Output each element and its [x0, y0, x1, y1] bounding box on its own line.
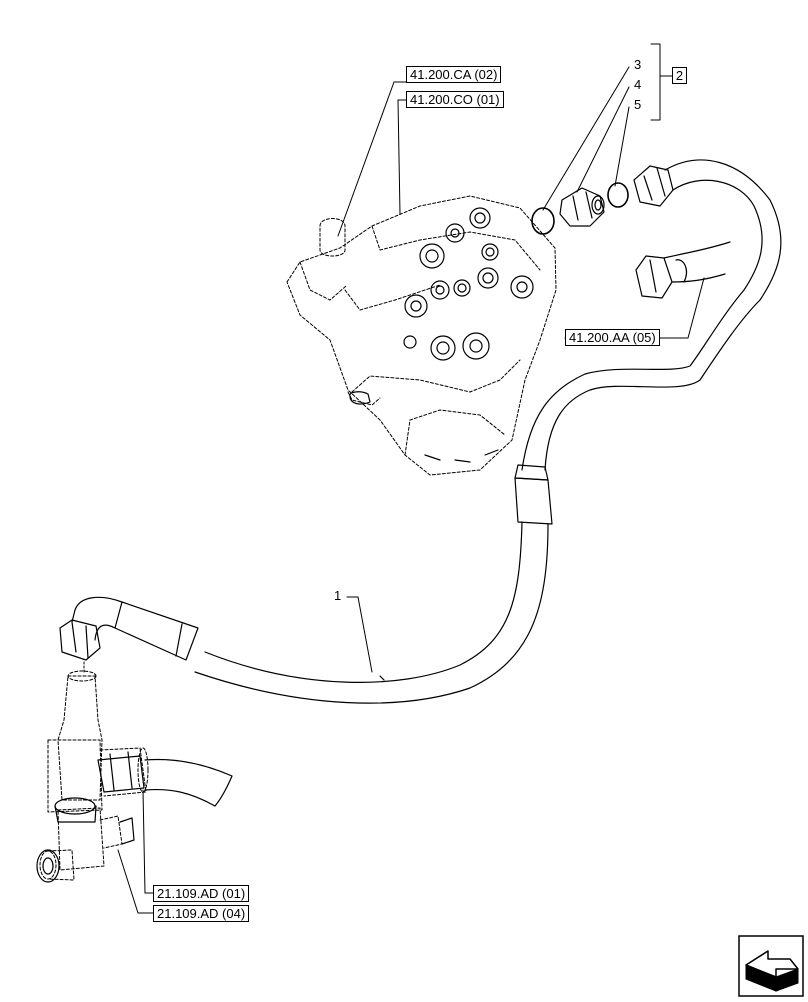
ref-valve-co[interactable]: 41.200.CO (01) — [406, 91, 504, 108]
ref-tee-ad4[interactable]: 21.109.AD (04) — [153, 905, 250, 922]
steering-valve — [286, 195, 557, 476]
ref-hose-aa[interactable]: 41.200.AA (05) — [565, 329, 660, 346]
tee-outlet-hose — [144, 758, 233, 807]
o-ring-5 — [607, 182, 629, 208]
tee-fitting — [39, 670, 149, 881]
leader-lines — [117, 43, 705, 914]
callout-group-2: 2 — [672, 67, 687, 84]
next-page-arrow-icon[interactable] — [738, 935, 804, 997]
ref-tee-ad1[interactable]: 21.109.AD (01) — [153, 885, 250, 902]
hose-connection-41-200-aa — [635, 241, 731, 299]
callout-item-5: 5 — [634, 97, 642, 112]
adapter-fitting-4 — [559, 187, 605, 227]
callout-item-1: 1 — [334, 588, 342, 603]
hose-assembly-1 — [59, 159, 782, 704]
o-ring-3 — [531, 207, 555, 235]
tee-fitting-solid — [36, 751, 145, 883]
valve-ports — [349, 207, 534, 463]
ref-valve-ca[interactable]: 41.200.CA (02) — [406, 66, 502, 83]
callout-item-4: 4 — [634, 77, 642, 92]
callout-item-3: 3 — [634, 57, 642, 72]
